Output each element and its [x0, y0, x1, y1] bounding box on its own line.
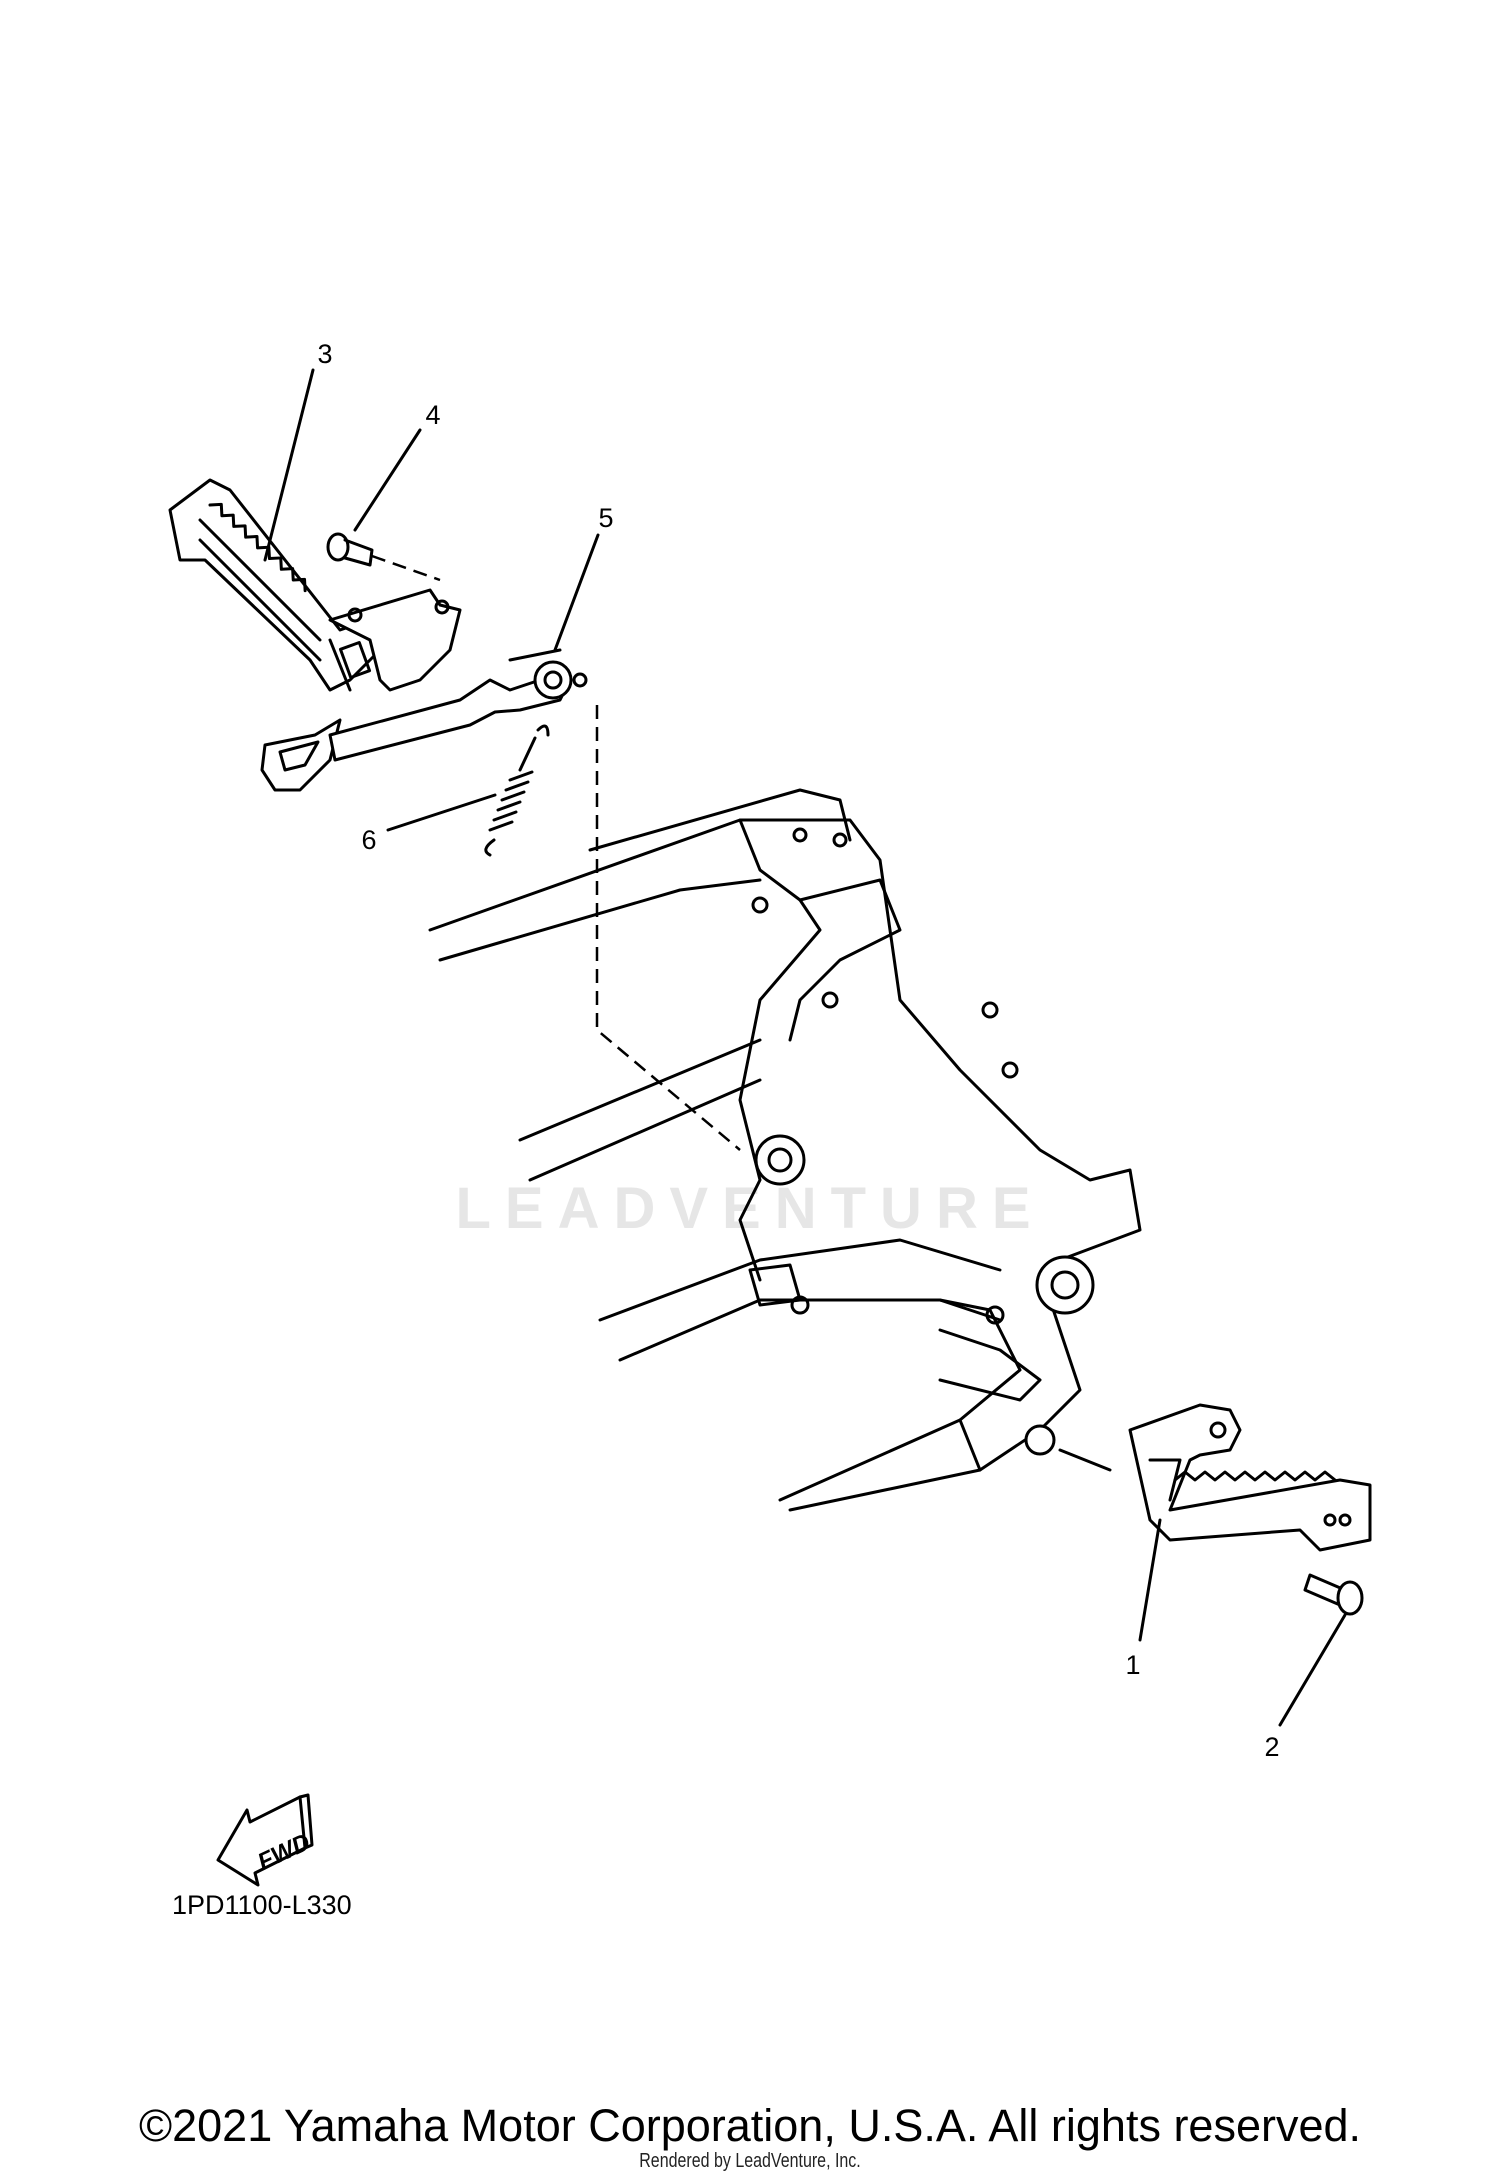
bolt-left-drawing	[326, 532, 441, 582]
callout-6: 6	[361, 825, 376, 855]
callout-3: 3	[317, 339, 332, 369]
callout-1: 1	[1125, 1650, 1140, 1680]
rendered-by-text: Rendered by LeadVenture, Inc.	[639, 2150, 861, 2172]
leader-lines	[263, 368, 1347, 1727]
frame-drawing	[428, 788, 1142, 1512]
fwd-arrow-icon: FWD	[216, 1793, 315, 1887]
copyright-text: ©2021 Yamaha Motor Corporation, U.S.A. A…	[138, 2100, 1362, 2151]
callout-4: 4	[425, 400, 440, 430]
watermark: LEADVENTURE	[455, 1176, 1044, 1241]
diagram-code: 1PD1100-L330	[172, 1890, 352, 1920]
callout-2: 2	[1264, 1732, 1279, 1762]
brake-pedal-drawing	[260, 648, 588, 792]
footrest-right-drawing	[1128, 1403, 1372, 1552]
footrest-left-drawing	[168, 478, 462, 692]
spring-drawing	[484, 724, 550, 857]
bolt-right-drawing	[1303, 1573, 1364, 1616]
callout-5: 5	[598, 503, 613, 533]
callout-labels: 1 2 3 4 5 6	[317, 339, 1279, 1762]
alignment-line	[595, 705, 741, 1151]
